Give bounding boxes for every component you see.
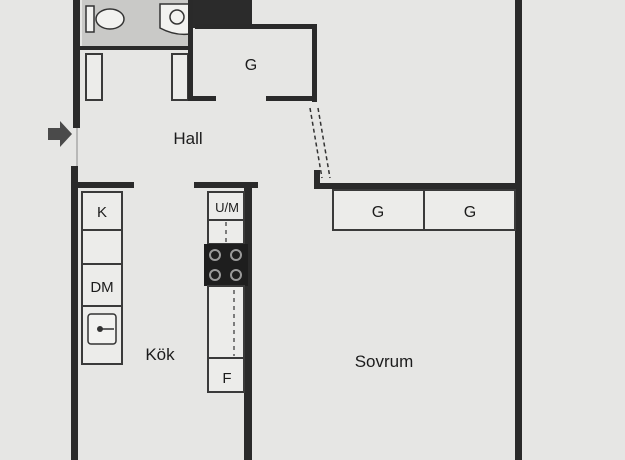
outer-wall-left-upper xyxy=(73,0,80,128)
washbasin-icon xyxy=(159,3,191,36)
kitchen-top-wall-left xyxy=(78,182,134,188)
oven-microwave xyxy=(207,191,245,221)
kitchen-counter-right xyxy=(207,285,245,359)
hall-shelf-left xyxy=(85,53,103,101)
outer-wall-right xyxy=(515,0,522,460)
shaft xyxy=(192,0,252,28)
kitchen-bedroom-wall xyxy=(244,186,252,460)
wardrobe-bottom-wall-right xyxy=(266,96,317,101)
outer-wall-left-lower xyxy=(71,166,78,460)
freezer-label: F xyxy=(222,370,231,387)
kitchen-counter xyxy=(81,229,123,265)
freezer xyxy=(207,357,245,393)
bathroom-wall-right xyxy=(188,0,193,100)
wardrobe-right-wall xyxy=(312,24,317,102)
bedroom-top-wall xyxy=(314,183,517,189)
bedroom-door-post xyxy=(314,170,320,189)
kitchen-top-wall-right xyxy=(194,182,258,188)
hob-icon xyxy=(204,244,248,286)
bedroom-wardrobe-1 xyxy=(332,189,425,231)
bedroom-wardrobe-2 xyxy=(423,189,516,231)
hall-label: Hall xyxy=(173,129,202,148)
oven-microwave-label: U/M xyxy=(215,200,239,215)
wardrobe-top-wall xyxy=(195,24,317,29)
kitchen-label: Kök xyxy=(145,345,175,364)
hall-wardrobe-label: G xyxy=(245,57,257,74)
bathroom-wall xyxy=(80,46,190,50)
bedroom-wardrobe-1-label: G xyxy=(372,204,384,221)
dishwasher-label: DM xyxy=(90,279,113,296)
sliding-door-left[interactable] xyxy=(309,107,323,179)
wardrobe-bottom-wall-left xyxy=(188,96,216,101)
hall-shelf-right xyxy=(171,53,189,101)
bedroom-wardrobe-2-label: G xyxy=(464,204,476,221)
cabinet-label: K xyxy=(97,204,107,221)
kitchen-cabinet xyxy=(81,191,123,231)
sliding-door-right[interactable] xyxy=(317,107,331,179)
entrance-arrow-icon xyxy=(48,121,72,147)
dishwasher xyxy=(81,263,123,307)
kitchen-sink-icon xyxy=(87,313,117,345)
toilet-icon xyxy=(85,5,125,33)
bedroom-label: Sovrum xyxy=(355,352,414,371)
